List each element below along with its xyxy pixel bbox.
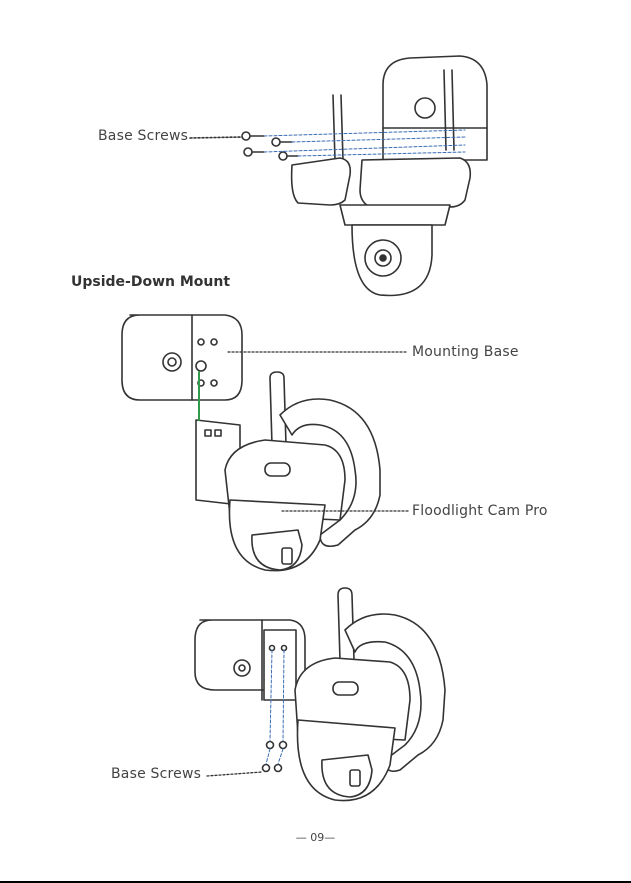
middle-camera-illustration <box>122 315 380 571</box>
page-number: — 09— <box>0 831 631 844</box>
section-heading: Upside-Down Mount <box>71 274 230 290</box>
top-camera-illustration <box>242 56 487 296</box>
floodlight-cam-label: Floodlight Cam Pro <box>412 503 548 519</box>
bottom-camera-illustration <box>195 588 445 801</box>
mounting-base-label: Mounting Base <box>412 344 519 360</box>
bottom-base-screws-label: Base Screws <box>111 766 201 782</box>
top-base-screws-label: Base Screws <box>98 128 188 144</box>
